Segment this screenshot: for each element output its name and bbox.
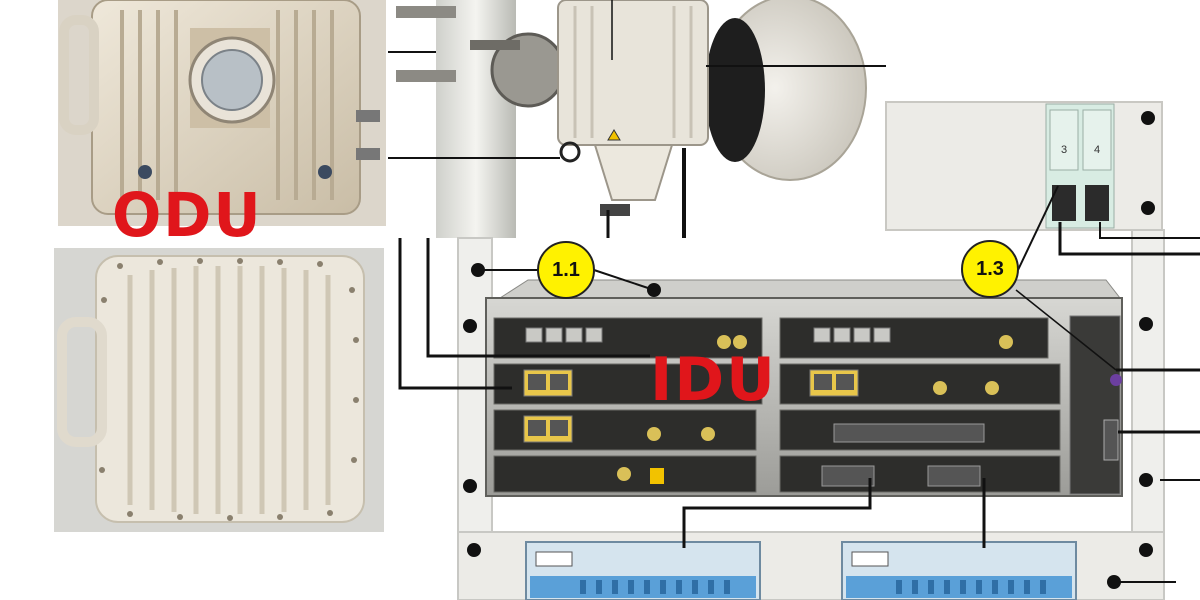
odu-back-cover-photo [54,248,384,532]
idu-label: IDU [650,345,777,415]
circuit-breaker-panel: 3 4 [885,101,1163,231]
odu-label: ODU [112,179,263,251]
odu-unit-photo [58,0,386,226]
microwave-antenna-photo [388,0,870,238]
callout-1-1: 1.1 [537,241,595,299]
callout-1-3: 1.3 [961,240,1019,298]
breaker-label-4: 4 [1094,144,1100,156]
breaker-label-3: 3 [1061,144,1067,156]
terminal-block [525,541,1077,600]
cable-lines [388,0,1200,583]
idu-rack-chassis [485,279,1123,497]
